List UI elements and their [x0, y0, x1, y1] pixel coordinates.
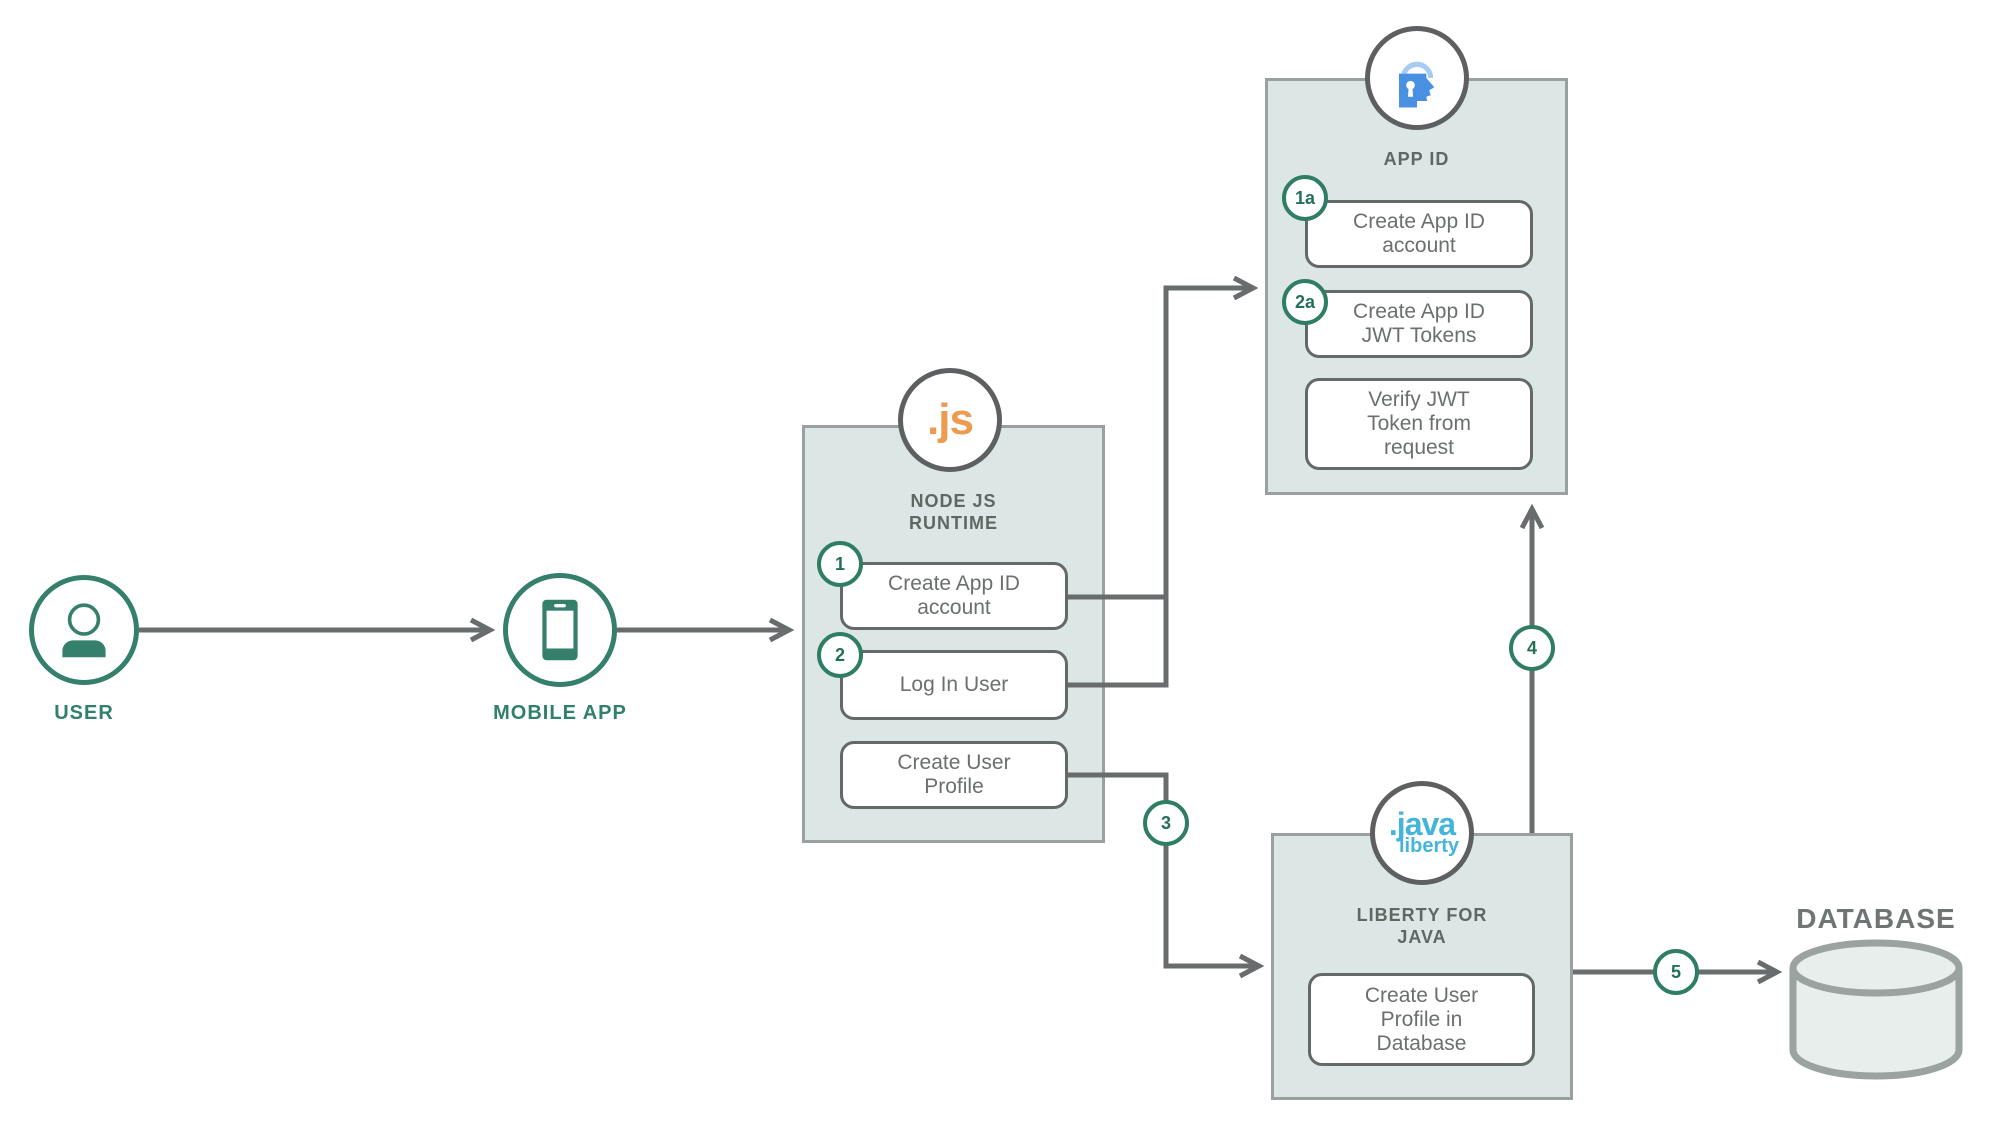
appid-logo-circle [1365, 26, 1469, 130]
step-login-user: Log In User [840, 650, 1068, 720]
nodejs-title: NODE JS RUNTIME [909, 491, 998, 533]
nodejs-logo-circle: .js [898, 368, 1002, 472]
java-liberty-logo-sub: liberty [1398, 835, 1460, 857]
liberty-title: LIBERTY FOR JAVA [1356, 905, 1488, 947]
badge-2a: 2a [1282, 279, 1328, 325]
step-liberty-create-user-profile: Create User Profile in Database [1308, 973, 1535, 1066]
badge-3: 3 [1143, 800, 1189, 846]
database-cylinder-icon [1789, 939, 1963, 1080]
person-icon [62, 603, 106, 658]
step-create-appid-account: Create App ID account [840, 562, 1068, 630]
mobile-app-label: MOBILE APP [493, 702, 627, 724]
step-appid-verify-jwt: Verify JWT Token from request [1305, 378, 1533, 470]
appid-title: APP ID [1383, 149, 1450, 169]
java-liberty-logo: .java [1388, 806, 1456, 842]
phone-icon [542, 599, 578, 661]
step-appid-create-account: Create App ID account [1305, 200, 1533, 268]
badge-2: 2 [817, 632, 863, 678]
nodejs-logo: .js [927, 395, 974, 444]
user-icon [29, 575, 139, 685]
database-label: DATABASE [1796, 903, 1956, 934]
badge-1a: 1a [1282, 175, 1328, 221]
badge-5: 5 [1653, 949, 1699, 995]
badge-4: 4 [1509, 625, 1555, 671]
appid-lock-icon [1399, 61, 1435, 108]
user-label: USER [54, 702, 114, 724]
badge-1: 1 [817, 541, 863, 587]
liberty-logo-circle: .java liberty [1370, 781, 1474, 885]
step-create-user-profile: Create User Profile [840, 741, 1068, 809]
step-appid-create-jwt-tokens: Create App ID JWT Tokens [1305, 290, 1533, 358]
mobile-app-icon [503, 573, 617, 687]
